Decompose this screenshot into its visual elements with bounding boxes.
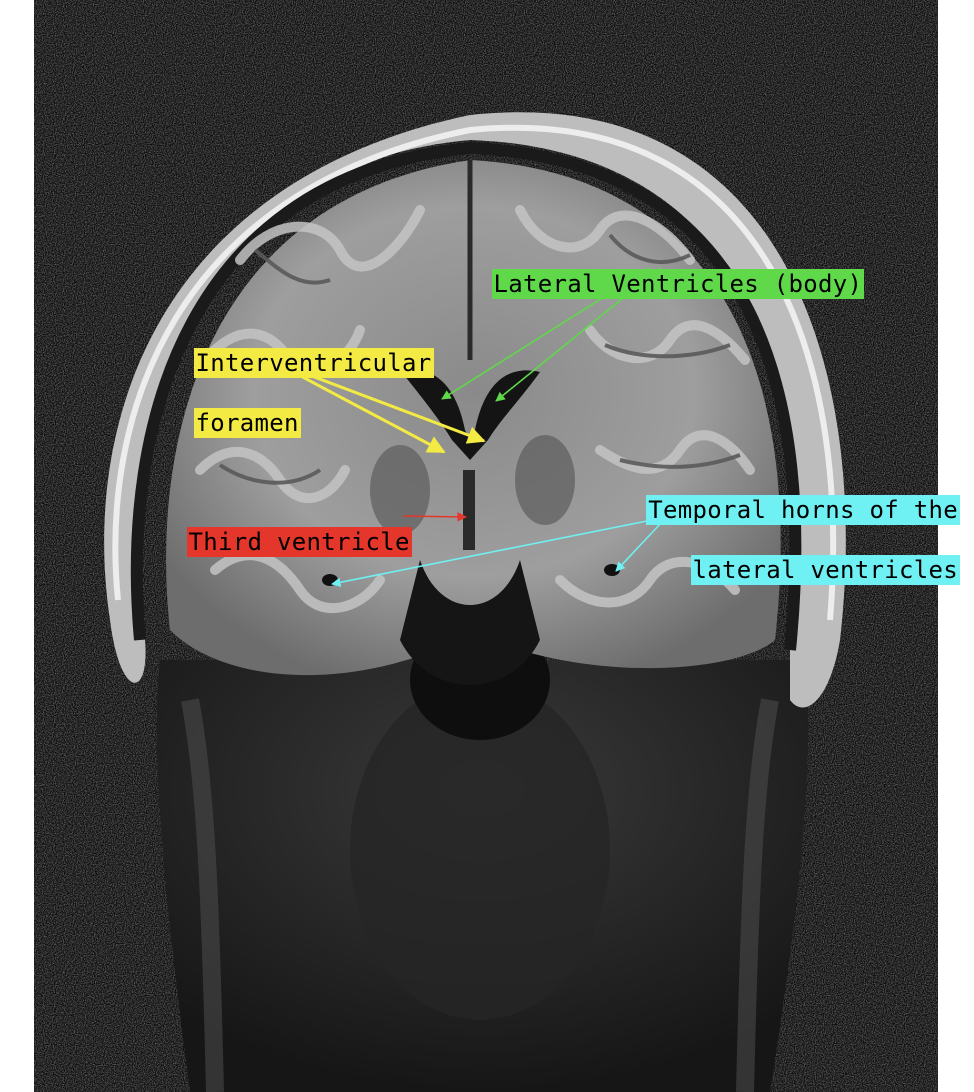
arrow-temporal-horns [331,517,663,588]
label-temporal-horns: Temporal horns of the lateral ventricles [613,465,960,585]
label-temporal-horns-line1: Temporal horns of the [646,495,960,525]
label-lateral-ventricles-body: Lateral Ventricles (body) [462,239,865,299]
label-interventricular-line2: foramen [193,408,301,438]
label-interventricular-line1: Interventricular [193,348,434,378]
label-lateral-ventricles-text: Lateral Ventricles (body) [491,269,865,299]
lateral-ventricles [400,369,540,460]
label-interventricular-foramen: Interventricular foramen [164,318,434,438]
arrow-third-ventricle [402,512,467,522]
third-ventricle [463,470,475,550]
label-third-ventricle: Third ventricle [157,497,412,557]
label-temporal-horns-line2: lateral ventricles [690,555,960,585]
temporal-horn-left [322,574,338,586]
label-third-ventricle-text: Third ventricle [186,527,412,557]
